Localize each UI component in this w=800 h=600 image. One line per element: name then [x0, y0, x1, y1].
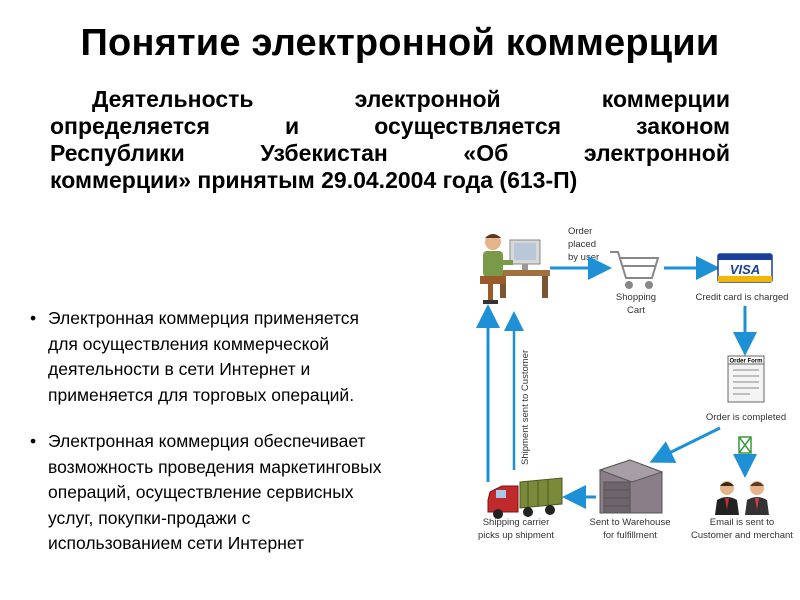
- order-placed-label-2: placed: [568, 239, 596, 250]
- shopping-cart-label-2: Cart: [627, 305, 645, 316]
- visa-card-icon: VISA: [717, 253, 773, 283]
- svg-text:VISA: VISA: [730, 262, 760, 277]
- order-placed-label-3: by user: [568, 252, 599, 263]
- shipping-label-2: picks up shipment: [478, 530, 554, 541]
- order-completed-label: Order is completed: [706, 412, 786, 423]
- order-placed-label-1: Order: [568, 226, 592, 237]
- warehouse-label-1: Sent to Warehouse: [590, 517, 671, 528]
- svg-text:Order Form: Order Form: [729, 359, 762, 365]
- shopping-cart-label-1: Shopping: [616, 292, 656, 303]
- user-at-computer-icon: [480, 234, 550, 304]
- flow-arrow: [649, 426, 721, 463]
- slide-title: Понятие электронной коммерции: [80, 22, 720, 64]
- email-label-2: Customer and merchant: [691, 530, 793, 541]
- bullet-marker: •: [30, 431, 37, 451]
- truck-icon: [487, 477, 563, 519]
- bullet-marker: •: [30, 308, 37, 328]
- intro-line-4: коммерции» принятым 29.04.2004 года (613…: [50, 167, 578, 193]
- intro-line-1: Деятельность электронной коммерции: [92, 86, 730, 112]
- intro-line-3: Республики Узбекистан «Об электронной: [50, 140, 730, 166]
- bullet-list: • Электронная коммерция применяется для …: [30, 306, 445, 578]
- email-label-1: Email is sent to: [710, 517, 774, 528]
- bullet-item: • Электронная коммерция обеспечивает воз…: [30, 431, 382, 553]
- shopping-cart-icon: [610, 251, 660, 289]
- bullet-item: • Электронная коммерция применяется для …: [30, 308, 360, 405]
- intro-paragraph: Деятельность электронной коммерции опред…: [50, 86, 730, 194]
- intro-line-2: определяется и осуществляется законом: [50, 113, 730, 139]
- customer-and-merchant-icon: [715, 481, 769, 515]
- warehouse-label-2: for fulfillment: [603, 530, 657, 541]
- order-form-icon: Order Form: [727, 355, 765, 403]
- credit-card-label: Credit card is charged: [696, 292, 789, 303]
- shipping-label-1: Shipping carrier: [483, 517, 550, 528]
- ecommerce-flow-diagram: Order placed by user Shopping Cart VISA …: [476, 226, 793, 541]
- warehouse-icon: [598, 459, 664, 514]
- envelope-icon: [738, 436, 752, 454]
- shipment-sent-label: Shipment sent to Customer: [520, 350, 531, 465]
